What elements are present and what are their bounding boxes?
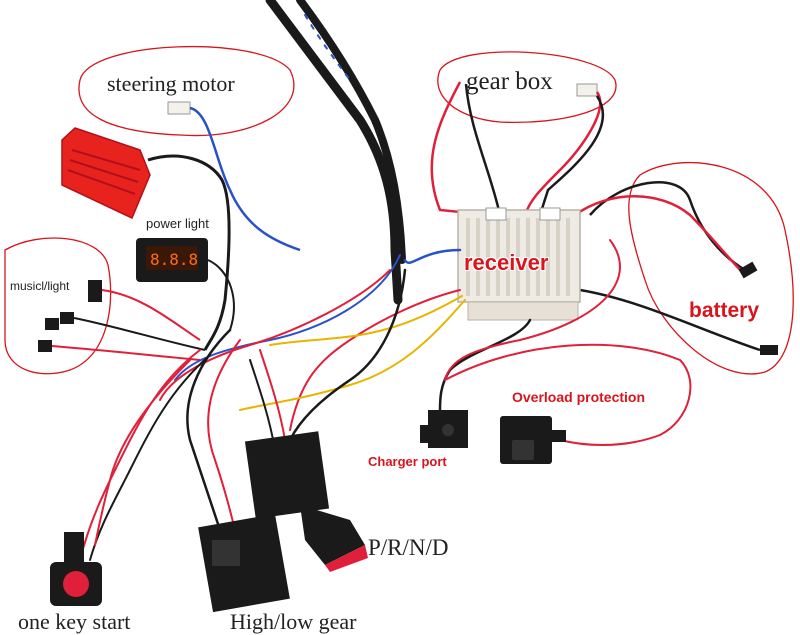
one-key-start-label: one key start xyxy=(18,609,131,634)
overload-protection-label: Overload protection xyxy=(512,389,646,405)
gear-box-label: gear box xyxy=(466,68,553,95)
receiver-icon xyxy=(457,207,581,321)
charger-harness xyxy=(438,239,692,446)
music-light-callout xyxy=(4,237,206,375)
gear-box-callout xyxy=(430,51,617,217)
battery-callout xyxy=(574,161,794,375)
pedal-icon xyxy=(61,127,231,351)
charger-port-label: Charger port xyxy=(368,454,447,469)
battery-terminal-icon xyxy=(760,345,778,355)
svg-text:8.8.8: 8.8.8 xyxy=(150,250,198,269)
high-low-gear-label: High/low gear xyxy=(230,609,357,634)
prnd-label: P/R/N/D xyxy=(368,535,449,560)
receiver-label: receiver xyxy=(464,250,549,275)
battery-connector-icon xyxy=(738,261,758,279)
steering-motor-callout xyxy=(78,45,301,252)
power-light-icon: 8.8.8 xyxy=(136,238,235,331)
power-light-label: power light xyxy=(146,216,209,231)
one-key-start-icon xyxy=(50,532,102,606)
steering-motor-connector-icon xyxy=(167,101,191,115)
main-harness xyxy=(265,0,406,305)
battery-label: battery xyxy=(689,299,760,322)
gear-box-connector-icon xyxy=(576,83,598,97)
charger-port-icon xyxy=(420,410,468,448)
switch-harness xyxy=(79,248,466,561)
steering-motor-label: steering motor xyxy=(107,71,235,96)
overload-protection-icon xyxy=(500,416,566,464)
music-light-connector-icon xyxy=(88,280,102,302)
gear-switch-icon xyxy=(244,431,368,572)
high-low-switch-icon xyxy=(198,513,290,613)
music-light-label: musicl/light xyxy=(10,279,70,293)
